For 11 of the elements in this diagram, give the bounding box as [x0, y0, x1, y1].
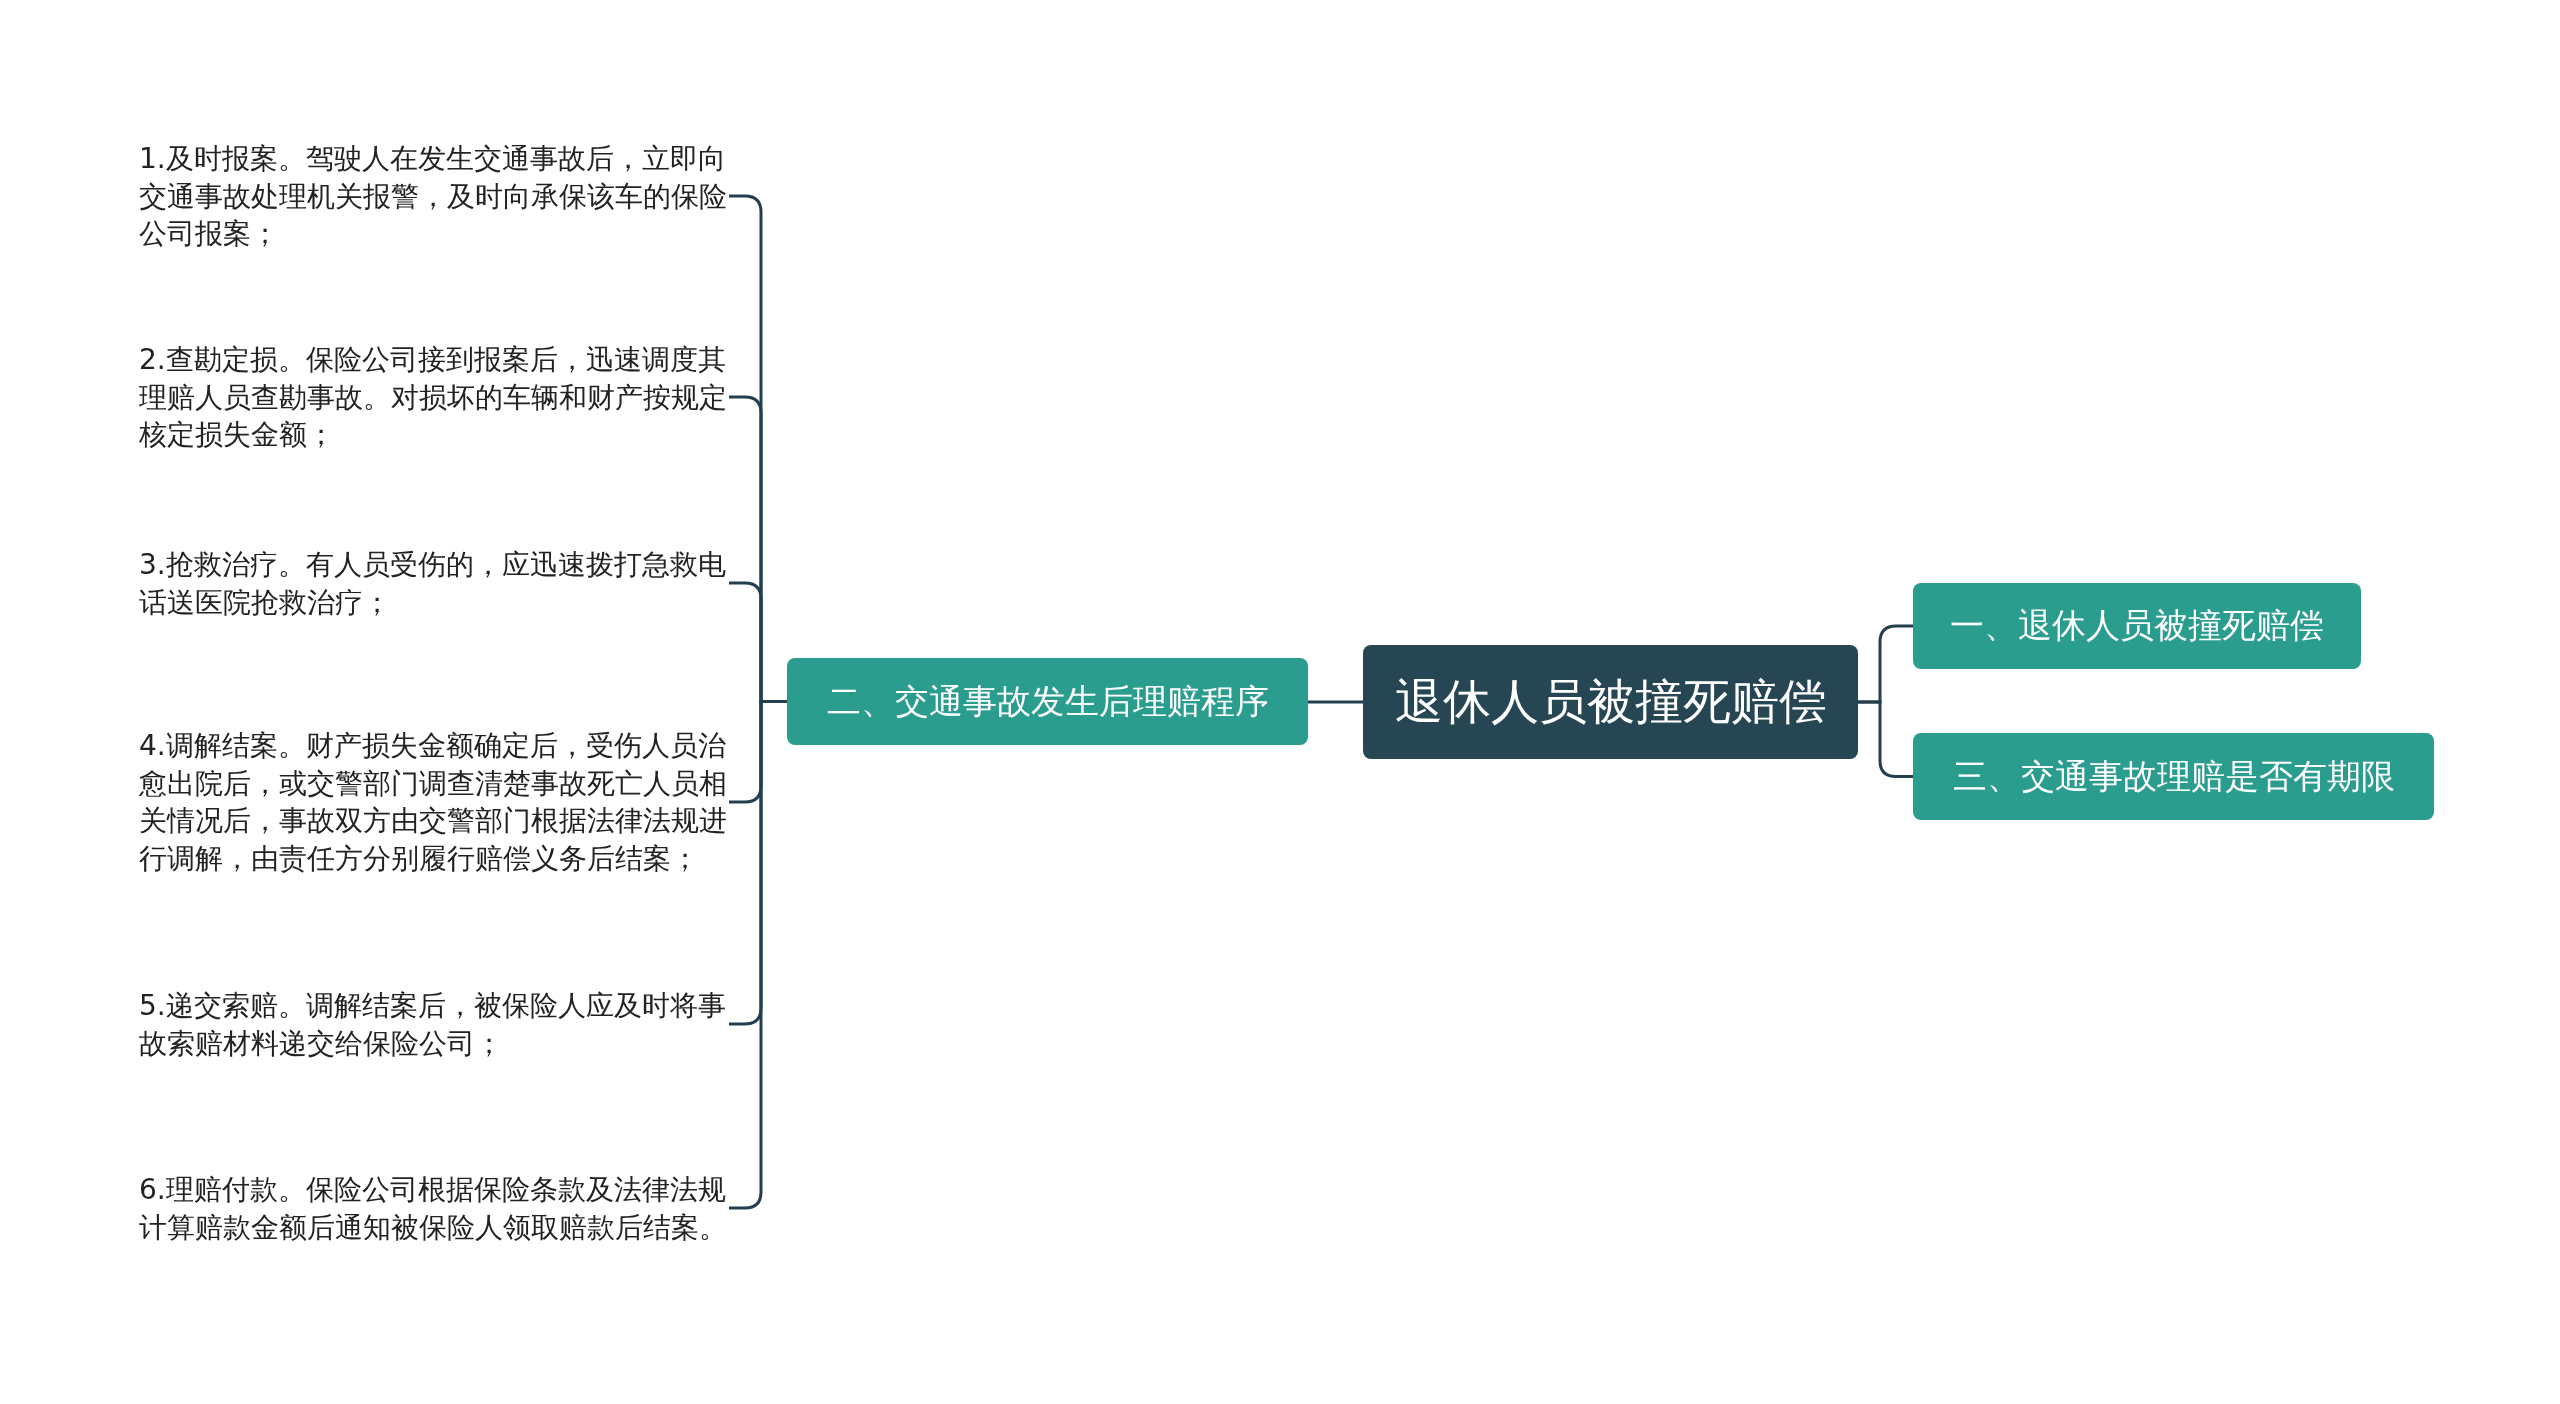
- subtopic-text: 4.调解结案。财产损失金额确定后，受伤人员治愈出院后，或交警部门调查清楚事故死亡人员相关情况后，事故双方由交警部门根据法律法规进行调解，由责任方分别履行赔偿义务后结案；: [139, 727, 729, 877]
- central-topic-box: 退休人员被撞死赔偿: [1363, 645, 1858, 759]
- subtopic-text: 5.递交索赔。调解结案后，被保险人应及时将事故索赔材料递交给保险公司；: [139, 986, 729, 1062]
- topic-box: 三、交通事故理赔是否有期限: [1913, 733, 2434, 820]
- subtopic-text: 2.查勘定损。保险公司接到报案后，迅速调度其理赔人员查勘事故。对损坏的车辆和财产按规定核定损失金额；: [139, 340, 729, 454]
- topic-box: 二、交通事故发生后理赔程序: [787, 658, 1308, 745]
- subtopic-text: 3.抢救治疗。有人员受伤的，应迅速拨打急救电话送医院抢救治疗；: [139, 545, 729, 621]
- subtopic-text: 6.理赔付款。保险公司根据保险条款及法律法规计算赔款金额后通知被保险人领取赔款后结案。: [139, 1170, 729, 1246]
- topic-box: 一、退休人员被撞死赔偿: [1913, 583, 2361, 669]
- connector-line: [1308, 700, 1363, 704]
- subtopic-text: 1.及时报案。驾驶人在发生交通事故后，立即向交通事故处理机关报警，及时向承保该车的保险公司报案；: [139, 139, 729, 253]
